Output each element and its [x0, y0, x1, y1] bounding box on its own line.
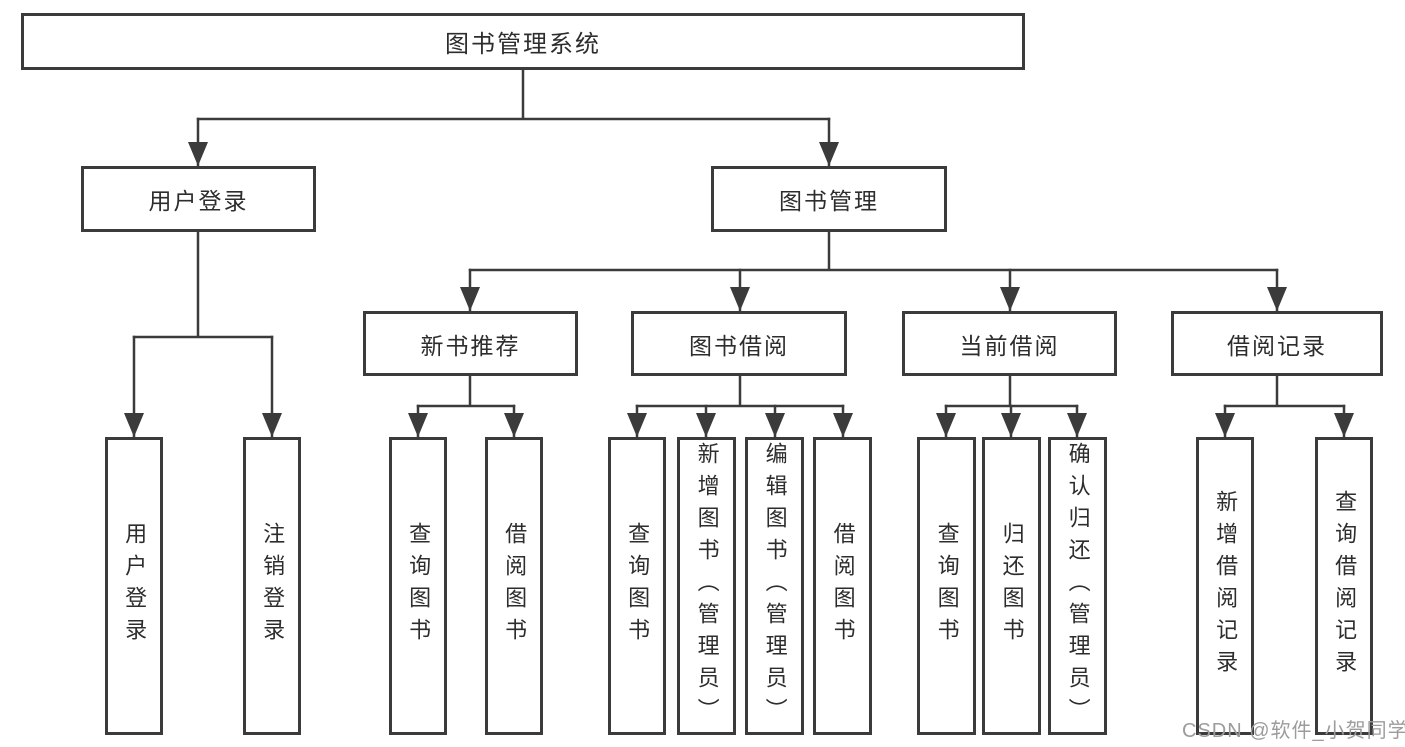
node-current-borrow: 当前借阅 [902, 311, 1117, 376]
leaf-query-books-2: 查询图书 [608, 437, 666, 735]
leaf-logout: 注销登录 [243, 437, 301, 735]
leaf-add-books-admin: 新增图书（管理员） [677, 437, 736, 735]
connector-root-to-level2 [188, 68, 839, 168]
leaf-query-books-3-label: 查询图书 [934, 522, 960, 650]
connector-new-book-children [408, 374, 524, 439]
csdn-watermark: CSDN @软件_小贺同学 [1182, 720, 1405, 742]
leaf-add-borrow-record: 新增借阅记录 [1196, 437, 1254, 735]
leaf-confirm-return-admin: 确认归还（管理员） [1048, 437, 1107, 735]
leaf-edit-books-admin: 编辑图书（管理员） [745, 437, 804, 735]
node-borrow-record: 借阅记录 [1171, 311, 1383, 376]
leaf-borrow-books-1: 借阅图书 [485, 437, 543, 735]
connector-current-borrow-children [936, 374, 1087, 439]
leaf-return-books: 归还图书 [982, 437, 1041, 735]
leaf-logout-label: 注销登录 [260, 522, 286, 650]
leaf-query-books-2-label: 查询图书 [625, 522, 651, 650]
leaf-confirm-return-admin-label: 确认归还（管理员） [1065, 442, 1091, 730]
node-book-management: 图书管理 [711, 166, 947, 232]
node-book-borrow: 图书借阅 [631, 311, 847, 376]
leaf-query-borrow-record-label: 查询借阅记录 [1332, 490, 1358, 682]
leaf-borrow-books-2: 借阅图书 [813, 437, 872, 735]
leaf-user-login-label: 用户登录 [122, 522, 148, 650]
node-new-book-recommend: 新书推荐 [363, 311, 578, 376]
connector-user-login-children [124, 230, 282, 439]
leaf-return-books-label: 归还图书 [999, 522, 1025, 650]
leaf-borrow-books-1-label: 借阅图书 [502, 522, 528, 650]
connector-book-management-children [460, 230, 1287, 313]
connector-book-borrow-children [627, 374, 853, 439]
leaf-query-borrow-record: 查询借阅记录 [1315, 437, 1373, 735]
connector-borrow-record-children [1215, 374, 1354, 439]
leaf-add-borrow-record-label: 新增借阅记录 [1213, 490, 1239, 682]
leaf-add-books-admin-label: 新增图书（管理员） [694, 442, 720, 730]
leaf-edit-books-admin-label: 编辑图书（管理员） [762, 442, 788, 730]
leaf-query-books-1: 查询图书 [389, 437, 447, 735]
leaf-user-login: 用户登录 [105, 437, 163, 735]
leaf-borrow-books-2-label: 借阅图书 [830, 522, 856, 650]
node-user-login: 用户登录 [81, 166, 316, 232]
leaf-query-books-1-label: 查询图书 [406, 522, 432, 650]
node-root-system: 图书管理系统 [21, 13, 1025, 70]
leaf-query-books-3: 查询图书 [917, 437, 976, 735]
